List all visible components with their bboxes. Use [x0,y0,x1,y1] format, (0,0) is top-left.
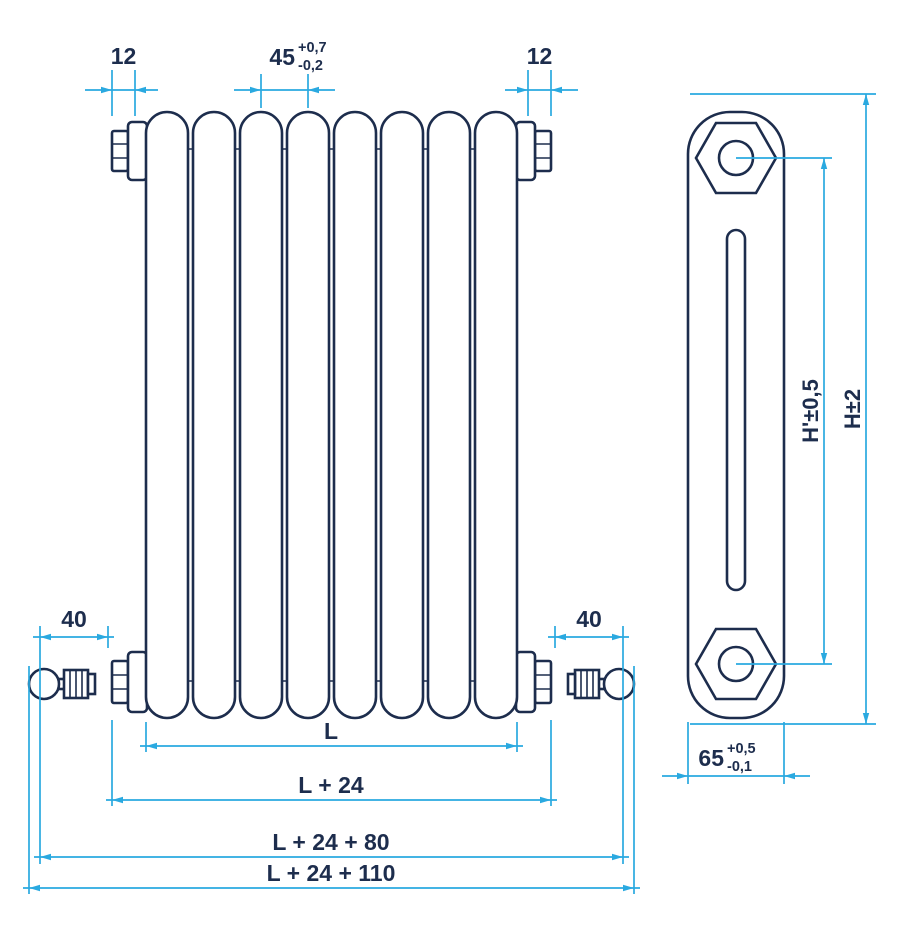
dim-plug-left: 12 [111,43,137,69]
dim-valve-right: 40 [576,606,602,632]
dimension-lines [23,70,876,894]
dim-pitch-tol-minus: -0,2 [298,58,323,74]
dim-length-plus-24: L + 24 [298,772,364,798]
dim-length-plus-24-80: L + 24 + 80 [272,829,389,855]
valve-knob-right [602,667,636,701]
top-plug-left [110,120,149,182]
tube-column-2 [191,110,237,720]
front-view [27,110,636,720]
valve-knob-left [27,667,61,701]
dim-pitch: 45 [269,44,295,70]
side-view [686,110,786,720]
bottom-plug-right [514,650,553,714]
dim-height-axis: H'±0,5 [798,379,823,443]
tube-column-5 [332,110,378,720]
top-plug-right [514,120,553,182]
tube-columns [144,110,519,720]
side-groove [725,228,747,592]
dim-depth-tol-minus: -0,1 [727,759,752,775]
dim-length: L [324,718,338,744]
tube-column-8 [473,110,519,720]
tube-column-3 [238,110,284,720]
tube-column-6 [379,110,425,720]
dimension-labels: 12 45 +0,7 -0,2 12 40 40 L L + 24 L + 24… [61,40,865,886]
tube-column-4 [285,110,331,720]
valve-right [566,667,636,701]
dim-depth: 65 [698,745,724,771]
tube-column-7 [426,110,472,720]
dim-plug-right: 12 [527,43,553,69]
dim-valve-left: 40 [61,606,87,632]
tube-column-1 [144,110,190,720]
valve-left [27,667,97,701]
dim-height-overall: H±2 [840,389,865,429]
dim-depth-tol-plus: +0,5 [727,741,756,757]
bottom-plug-left [110,650,149,714]
dim-pitch-tol-plus: +0,7 [298,40,327,56]
dim-length-plus-24-110: L + 24 + 110 [267,860,396,886]
